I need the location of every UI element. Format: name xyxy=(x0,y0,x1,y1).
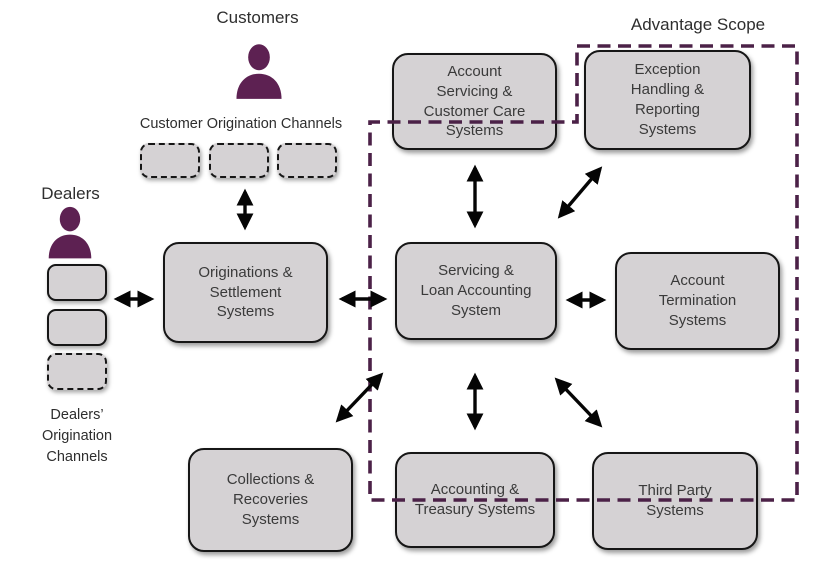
dealer-channel-box-3 xyxy=(47,353,107,390)
box-label: Accounting & Treasury Systems xyxy=(414,481,536,518)
box-servicing-loan-accounting-system: Servicing & Loan Accounting System xyxy=(395,242,557,340)
arrow-exception-servicing xyxy=(557,166,603,219)
advantage-scope-label: Advantage Scope xyxy=(630,15,766,34)
box-originations-settlement-systems: Originations & Settlement Systems xyxy=(163,242,328,343)
box-account-termination-systems: Account Termination Systems xyxy=(615,252,780,350)
dealers-origination-channels-label: Dealers’ Origination Channels xyxy=(41,407,113,466)
box-third-party-systems: Third Party Systems xyxy=(592,452,758,550)
customer-channel-box-2 xyxy=(209,143,269,178)
box-account-servicing-customer-care-systems: Account Servicing & Customer Care System… xyxy=(392,53,557,150)
dealers-label: Dealers xyxy=(41,184,100,203)
arrow-collections-servicing xyxy=(335,372,384,423)
box-label: Account Servicing & Customer Care System… xyxy=(423,62,526,140)
box-label: Account Termination Systems xyxy=(658,272,737,329)
box-label: Originations & Settlement Systems xyxy=(198,263,293,321)
box-exception-handling-reporting-systems: Exception Handling & Reporting Systems xyxy=(584,50,751,150)
customer-channel-box-1 xyxy=(140,143,200,178)
arrow-servicing-third-party xyxy=(554,377,603,428)
box-label: Servicing & Loan Accounting System xyxy=(420,262,532,319)
dealer-channel-box-1 xyxy=(47,264,107,301)
customers-person-icon xyxy=(233,43,285,101)
box-label: Third Party Systems xyxy=(638,482,712,519)
box-label: Collections & Recoveries Systems xyxy=(226,471,315,528)
box-label: Exception Handling & Reporting Systems xyxy=(630,61,705,138)
dealer-channel-box-2 xyxy=(47,309,107,346)
customers-label: Customers xyxy=(216,8,299,27)
dealers-person-icon xyxy=(45,206,95,260)
customer-origination-channels-label: Customer Origination Channels xyxy=(139,116,343,132)
customer-channel-box-3 xyxy=(277,143,337,178)
box-collections-recoveries-systems: Collections & Recoveries Systems xyxy=(188,448,353,552)
box-accounting-treasury-systems: Accounting & Treasury Systems xyxy=(395,452,555,548)
